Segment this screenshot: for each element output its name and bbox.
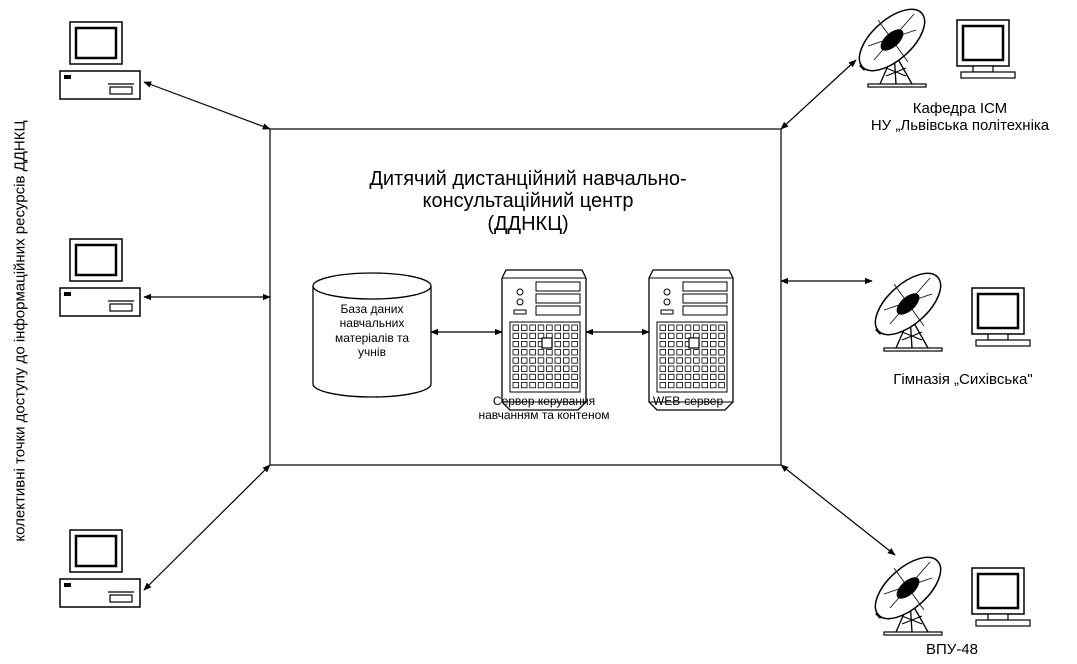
center-title-line: Дитячий дистанційний навчально-: [369, 168, 687, 190]
site-label-line: ВПУ-48: [926, 641, 978, 658]
server-label-management: Сервер керування навчанням та контеном: [478, 394, 610, 423]
satellite-dish-icon: [864, 545, 952, 636]
database-label-line: матеріалів та: [334, 330, 410, 345]
monitor-icon: [955, 18, 1017, 80]
database-cylinder-icon: [312, 272, 432, 398]
link-arrow: [780, 464, 896, 556]
desktop-computer-icon: [58, 237, 142, 318]
site-label-vpu: ВПУ-48: [926, 641, 978, 658]
satellite-dish-icon: [864, 261, 952, 352]
monitor-icon: [970, 286, 1032, 348]
center-title-line: (ДДНКЦ): [487, 212, 569, 235]
center-title-line: консультаційний центр: [422, 190, 634, 213]
site-label-line: НУ „Львівська політехніка: [870, 117, 1050, 135]
database-label-line: учнів: [358, 345, 386, 360]
desktop-computer-icon: [58, 528, 142, 609]
link-arrow: [143, 81, 271, 130]
database-label-line: База даних: [340, 302, 404, 316]
server-label-web: WEB-сервер: [652, 394, 724, 409]
tower-server-icon: [648, 269, 734, 411]
link-arrow: [143, 464, 271, 591]
database-label: База даних навчальних матеріалів та учні…: [335, 302, 409, 360]
site-label-kafedra: Кафедра ІСМ НУ „Львівська політехніка: [871, 100, 1049, 135]
link-arrow: [780, 59, 857, 130]
site-label-gymnasium: Гімназія „Сихівська": [893, 371, 1032, 388]
center-title: Дитячий дистанційний навчально- консульт…: [293, 168, 763, 235]
server-label-line: навчанням та контеном: [478, 407, 610, 422]
side-label: колективні точки доступу до інформаційни…: [11, 120, 29, 542]
site-label-line: Кафедра ІСМ: [912, 100, 1008, 117]
server-label-line: Сервер керування: [492, 394, 596, 408]
database-label-line: навчальних: [339, 316, 405, 331]
satellite-dish-icon: [848, 0, 936, 88]
monitor-icon: [970, 566, 1032, 628]
desktop-computer-icon: [58, 20, 142, 101]
tower-server-icon: [501, 269, 587, 411]
site-label-line: Гімназія „Сихівська": [893, 371, 1033, 388]
server-label-line: WEB-сервер: [652, 394, 724, 408]
